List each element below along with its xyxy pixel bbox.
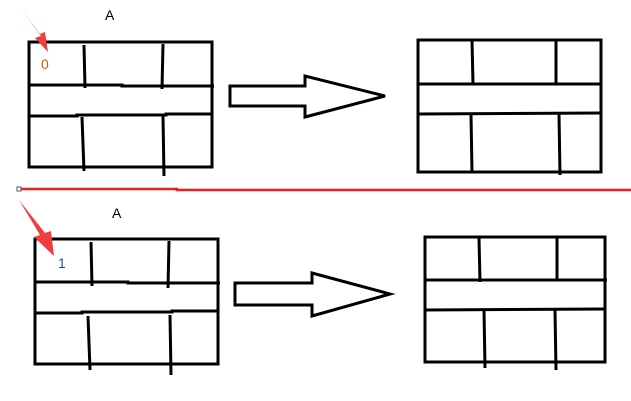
grid-after-bottom [423,235,607,371]
index-top: 0 [41,56,49,72]
pointer-arrow-bottom [19,200,54,256]
index-bottom: 1 [58,255,66,271]
pointer-arrow-top [22,10,48,52]
pointer-arrows [19,10,54,256]
grid-after-top [416,38,603,176]
divider-line [16,186,631,192]
grid-before-top [27,40,214,177]
panel-label-bottom: A [112,205,122,221]
panel-label-top: A [105,7,115,23]
transform-arrow-bottom [233,271,396,318]
grid-before-bottom [33,237,220,376]
transform-arrow-top [228,74,386,119]
